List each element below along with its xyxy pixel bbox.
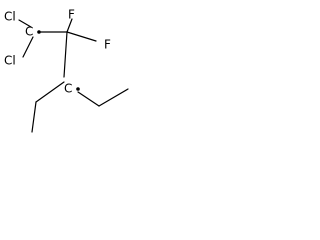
molecule-diagram: Cl C Cl F F C xyxy=(0,0,146,150)
bond-c2-f-left xyxy=(66,18,73,33)
bond-ethyl-left-2 xyxy=(31,101,37,133)
bond-c1-cl-bottom xyxy=(22,36,34,58)
bond-ethyl-right-2 xyxy=(98,88,129,107)
bond-cl-top-c1 xyxy=(18,19,32,28)
atom-c3: C xyxy=(64,82,72,96)
atom-f-right: F xyxy=(104,38,111,52)
radical-dot-c3 xyxy=(76,87,80,91)
molecule-structure: Cl C Cl F F C xyxy=(4,8,129,133)
bond-c2-c3 xyxy=(63,31,68,78)
atom-c1: C xyxy=(25,25,33,39)
bond-c3-ethyl-left-1 xyxy=(35,81,65,103)
radical-dot-c1 xyxy=(37,30,41,34)
atom-cl-top: Cl xyxy=(4,10,16,24)
atom-f-left: F xyxy=(68,8,75,22)
bond-c3-ethyl-right-1 xyxy=(77,91,100,107)
atom-cl-bottom: Cl xyxy=(4,54,16,68)
bond-c2-f-right xyxy=(66,31,97,42)
